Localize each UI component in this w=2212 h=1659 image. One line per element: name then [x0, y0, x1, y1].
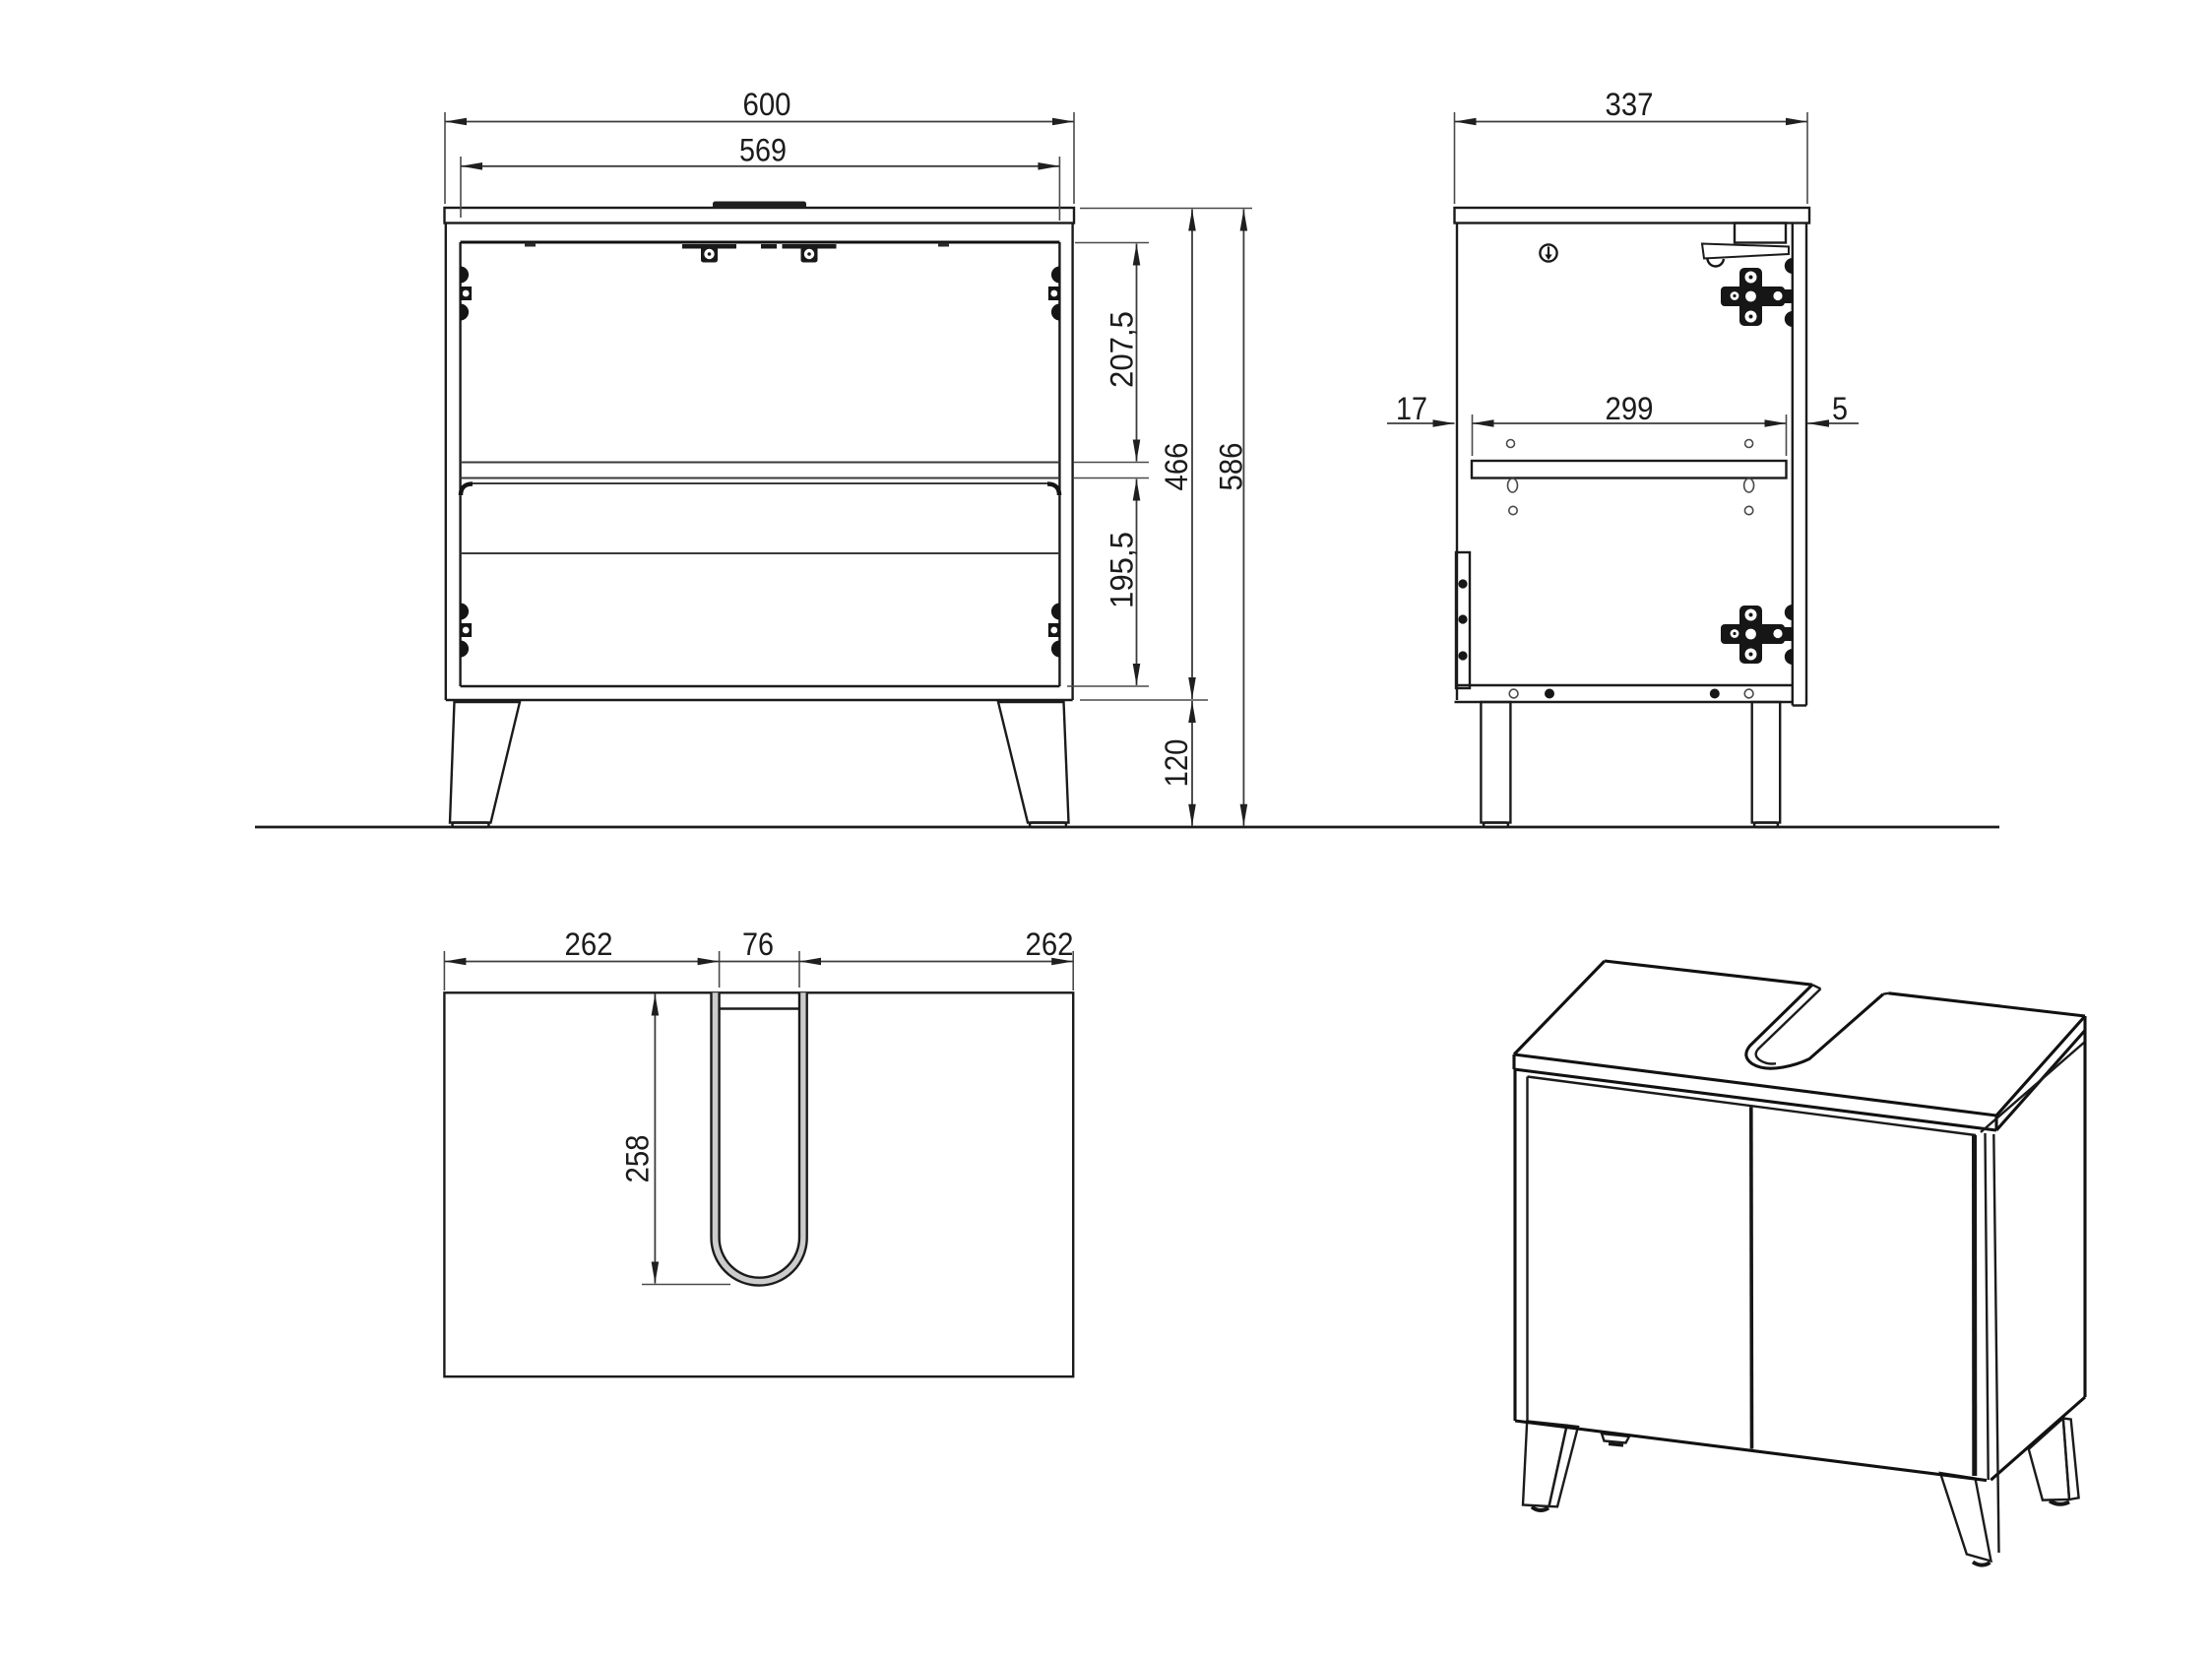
svg-text:586: 586	[1214, 443, 1249, 491]
svg-text:337: 337	[1606, 87, 1654, 122]
svg-text:76: 76	[742, 926, 774, 962]
svg-text:262: 262	[565, 926, 613, 962]
svg-text:195,5: 195,5	[1105, 532, 1140, 608]
svg-text:5: 5	[1832, 391, 1848, 426]
svg-text:299: 299	[1606, 391, 1654, 426]
svg-text:466: 466	[1159, 443, 1194, 491]
svg-text:258: 258	[620, 1135, 656, 1183]
svg-text:569: 569	[739, 133, 787, 168]
svg-text:262: 262	[1026, 926, 1074, 962]
svg-text:17: 17	[1396, 391, 1427, 426]
svg-text:600: 600	[743, 87, 791, 122]
svg-text:207,5: 207,5	[1105, 311, 1140, 388]
svg-text:120: 120	[1159, 739, 1194, 788]
